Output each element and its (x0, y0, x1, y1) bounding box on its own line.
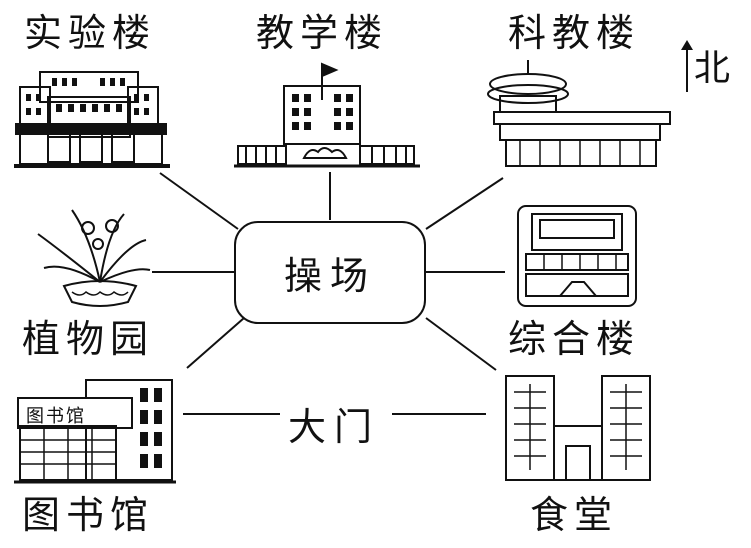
path-to-lab (159, 172, 239, 230)
path-to-canteen (425, 317, 497, 371)
canteen-label: 食堂 (530, 493, 619, 537)
north-arrow-icon (681, 40, 693, 92)
library-label: 图书馆 (22, 493, 155, 537)
lab-building-icon (14, 71, 170, 168)
library-building-icon (14, 379, 176, 484)
playground-label: 操场 (283, 254, 376, 298)
science-label: 科教楼 (508, 11, 641, 55)
teaching-label: 教学楼 (256, 11, 389, 55)
complex-label: 综合楼 (508, 317, 641, 361)
garden-plant-icon (37, 209, 151, 307)
teaching-building-icon (234, 62, 420, 168)
path-to-library (186, 317, 245, 369)
canteen-building-icon (505, 375, 651, 481)
gate-label: 大门 (282, 396, 387, 451)
library-sign: 图书馆 (26, 406, 86, 427)
north-indicator: 北 (681, 40, 731, 94)
lab-label: 实验楼 (24, 11, 157, 55)
north-label: 北 (694, 48, 731, 89)
path-to-science (425, 177, 504, 230)
garden-label: 植物园 (22, 317, 155, 361)
playground-box: 操场 (234, 221, 426, 324)
complex-building-icon (517, 205, 637, 307)
science-building-icon (487, 60, 671, 167)
